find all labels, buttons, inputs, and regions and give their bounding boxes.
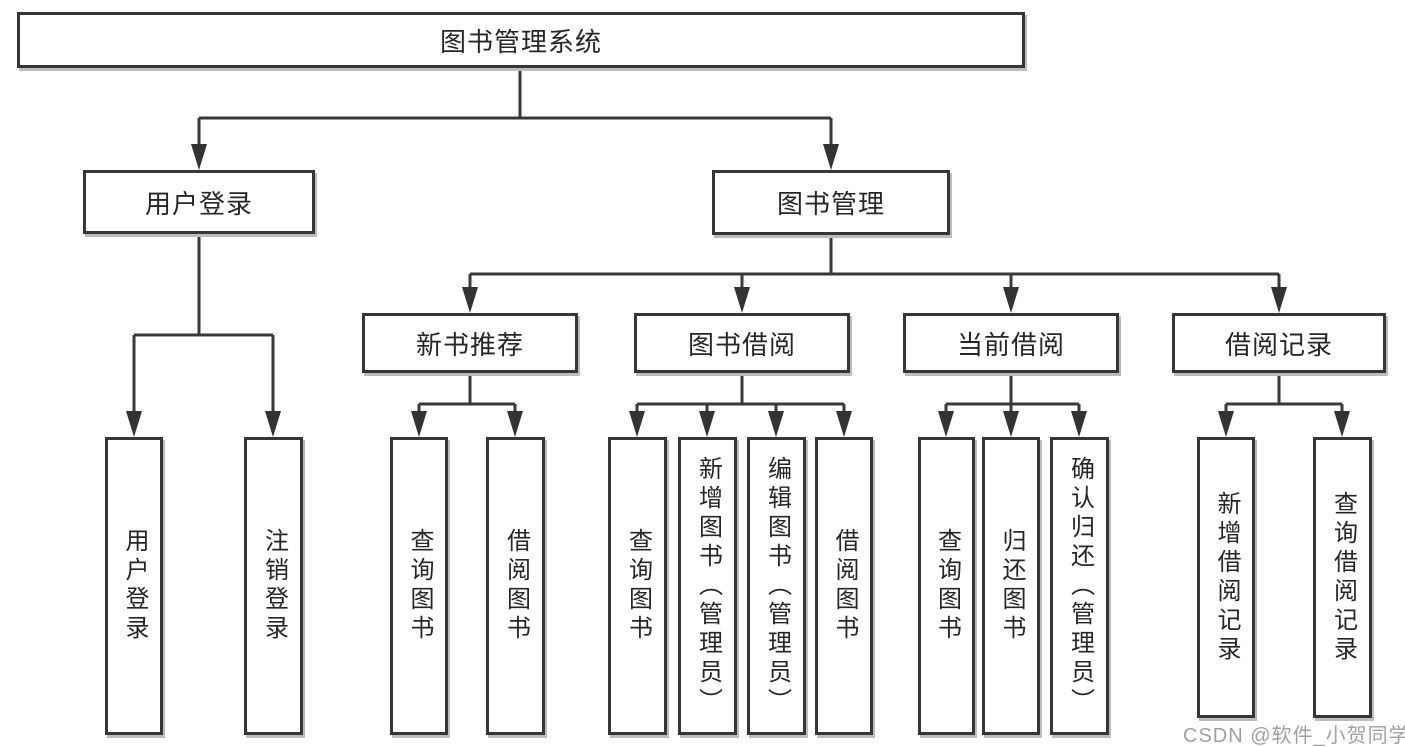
leaf-current-query-books: 查询图书 bbox=[918, 437, 975, 735]
leaf-confirm-return-admin: 确认归还（管理员） bbox=[1050, 437, 1109, 735]
connector-new-book-recommendation bbox=[417, 373, 517, 428]
node-label: 借阅记录 bbox=[1224, 329, 1333, 360]
node-library-management-system: 图书管理系统 bbox=[17, 12, 1025, 68]
node-current-borrowing: 当前借阅 bbox=[903, 313, 1119, 373]
node-new-book-recommendation: 新书推荐 bbox=[362, 313, 578, 373]
connector-book-management bbox=[468, 235, 1281, 304]
leaf-edit-books-admin: 编辑图书（管理员） bbox=[747, 437, 806, 735]
node-label: 新书推荐 bbox=[415, 329, 524, 360]
arrow-down-icon bbox=[629, 411, 645, 437]
node-label: 图书管理 bbox=[776, 189, 885, 219]
node-book-borrowing: 图书借阅 bbox=[634, 313, 850, 373]
arrow-down-icon bbox=[836, 411, 852, 437]
node-label: 查询图书 bbox=[624, 528, 652, 644]
arrow-down-icon bbox=[265, 411, 281, 437]
leaf-add-books-admin: 新增图书（管理员） bbox=[678, 437, 737, 735]
arrow-down-icon bbox=[699, 411, 715, 437]
node-label: 用户登录 bbox=[144, 188, 253, 219]
arrow-down-icon bbox=[462, 287, 478, 313]
leaf-query-borrow-record: 查询借阅记录 bbox=[1313, 437, 1372, 718]
node-label: 借阅图书 bbox=[831, 528, 858, 644]
node-label: 查询图书 bbox=[406, 528, 433, 644]
leaf-return-books: 归还图书 bbox=[982, 437, 1040, 735]
arrow-down-icon bbox=[938, 411, 954, 437]
node-label: 图书借阅 bbox=[687, 329, 796, 360]
connector-book-borrowing bbox=[635, 373, 846, 428]
node-label: 新增借阅记录 bbox=[1213, 490, 1240, 665]
leaf-logout: 注销登录 bbox=[244, 437, 303, 735]
leaf-recommend-query-books: 查询图书 bbox=[390, 437, 448, 735]
arrow-down-icon bbox=[1218, 411, 1234, 437]
node-label: 查询借阅记录 bbox=[1329, 490, 1357, 665]
arrow-down-icon bbox=[1003, 287, 1019, 313]
arrow-down-icon bbox=[734, 287, 750, 313]
connector-user-login bbox=[132, 234, 275, 428]
arrow-down-icon bbox=[191, 144, 207, 170]
arrow-down-icon bbox=[768, 411, 784, 437]
node-borrowing-records: 借阅记录 bbox=[1172, 313, 1386, 373]
arrow-down-icon bbox=[1334, 411, 1350, 437]
node-label: 借阅图书 bbox=[502, 528, 530, 644]
csdn-watermark: CSDN @软件_小贺同学 bbox=[1183, 725, 1405, 747]
node-label: 图书管理系统 bbox=[439, 26, 602, 57]
node-user-login: 用户登录 bbox=[83, 170, 315, 234]
arrow-down-icon bbox=[126, 411, 142, 437]
node-book-management: 图书管理 bbox=[712, 170, 950, 235]
arrow-down-icon bbox=[823, 144, 839, 170]
node-label: 编辑图书（管理员） bbox=[763, 455, 791, 717]
leaf-user-login: 用户登录 bbox=[105, 437, 163, 735]
arrow-down-icon bbox=[1071, 411, 1087, 437]
connector-root-to-level2 bbox=[197, 68, 833, 160]
leaf-borrowing-query-books: 查询图书 bbox=[608, 437, 667, 735]
node-label: 新增图书（管理员） bbox=[694, 455, 722, 717]
arrow-down-icon bbox=[411, 411, 427, 437]
arrow-down-icon bbox=[1271, 287, 1287, 313]
node-label: 查询图书 bbox=[933, 528, 961, 644]
node-label: 确认归还（管理员） bbox=[1066, 455, 1094, 717]
arrow-down-icon bbox=[507, 411, 523, 437]
leaf-add-borrow-record: 新增借阅记录 bbox=[1197, 437, 1255, 718]
node-label: 当前借阅 bbox=[956, 329, 1065, 360]
leaf-recommend-borrow-books: 借阅图书 bbox=[486, 437, 545, 735]
arrow-down-icon bbox=[1003, 411, 1019, 437]
leaf-borrowing-borrow-books: 借阅图书 bbox=[815, 437, 873, 735]
node-label: 用户登录 bbox=[121, 528, 148, 644]
node-label: 归还图书 bbox=[998, 528, 1025, 644]
node-label: 注销登录 bbox=[260, 528, 288, 644]
connector-borrowing-records bbox=[1224, 373, 1344, 428]
